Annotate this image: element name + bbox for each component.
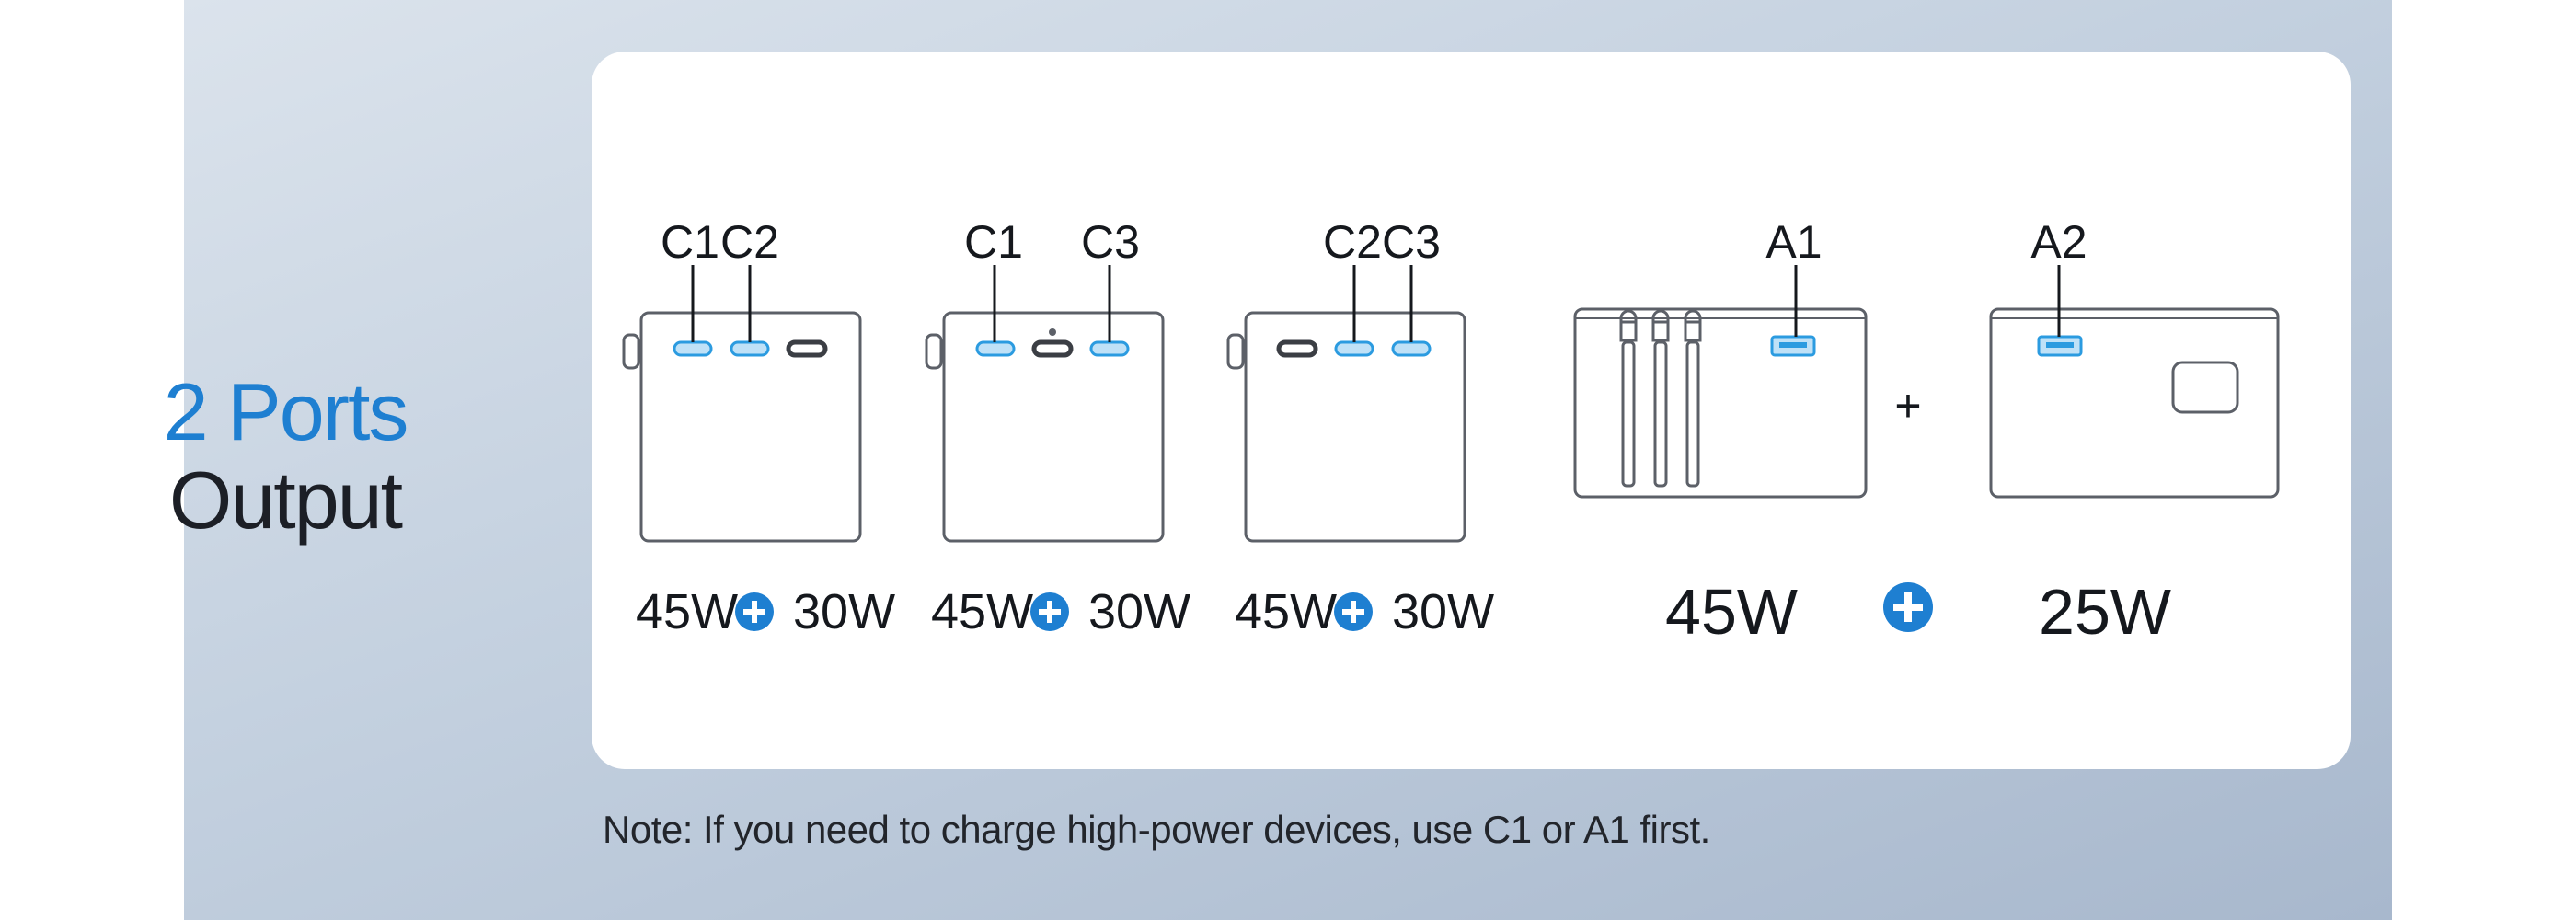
wattage-label: 45W	[931, 584, 1033, 639]
port-label: C1	[964, 216, 1023, 268]
wattage-label: 30W	[793, 584, 895, 639]
heading-line-2: Output	[168, 454, 403, 546]
folding-pin	[1651, 309, 1670, 342]
charger-config-4: A1 + A2 45W 25W	[1573, 216, 2280, 648]
heading-line-1: 2 Ports	[163, 366, 409, 457]
plug-prong	[622, 333, 640, 370]
usb-c-port-c2	[730, 340, 770, 357]
wattage-label: 30W	[1392, 584, 1494, 639]
plug-prong	[925, 333, 943, 370]
charger-config-2: C1 C3 45W 30W	[925, 216, 1190, 639]
port-label: C3	[1081, 216, 1140, 268]
usb-c-port-c3	[786, 339, 828, 358]
indicator-light	[1049, 328, 1056, 336]
port-label: C2	[1323, 216, 1382, 268]
wattage-label: 25W	[2039, 576, 2171, 648]
plus-sign: +	[1894, 380, 1921, 431]
folding-pin	[1684, 309, 1702, 342]
usb-c-port-c2	[1334, 340, 1374, 357]
plug-prong	[1226, 333, 1245, 370]
usb-c-port-c3	[1391, 340, 1432, 357]
charger-config-3: C2 C3 45W 30W	[1226, 216, 1494, 639]
plus-circle-icon	[1334, 592, 1373, 631]
usb-c-port-c3	[1089, 340, 1130, 357]
wattage-label: 30W	[1088, 584, 1190, 639]
port-label: C3	[1382, 216, 1441, 268]
note-text: Note: If you need to charge high-power d…	[603, 808, 1710, 851]
port-label: C1	[661, 216, 719, 268]
usb-c-port-c1	[673, 340, 713, 357]
port-label: A2	[2030, 216, 2087, 268]
plus-circle-icon	[1030, 592, 1069, 631]
charger-config-1: C1 C2 45W 30W	[622, 216, 895, 639]
plus-circle-icon	[735, 592, 774, 631]
wattage-label: 45W	[1235, 584, 1337, 639]
folding-pin	[1619, 309, 1638, 342]
display-window	[2171, 361, 2239, 414]
usb-c-port-c1	[975, 340, 1016, 357]
charger-body	[942, 311, 1165, 543]
charger-side-view	[1573, 307, 1868, 499]
usb-c-port-c1	[1276, 339, 1318, 358]
wattage-label: 45W	[1665, 576, 1798, 648]
port-label: A1	[1765, 216, 1822, 268]
usb-c-port-c2	[1031, 339, 1074, 358]
port-label: C2	[720, 216, 779, 268]
plus-circle-icon	[1883, 582, 1933, 632]
wattage-label: 45W	[636, 584, 738, 639]
